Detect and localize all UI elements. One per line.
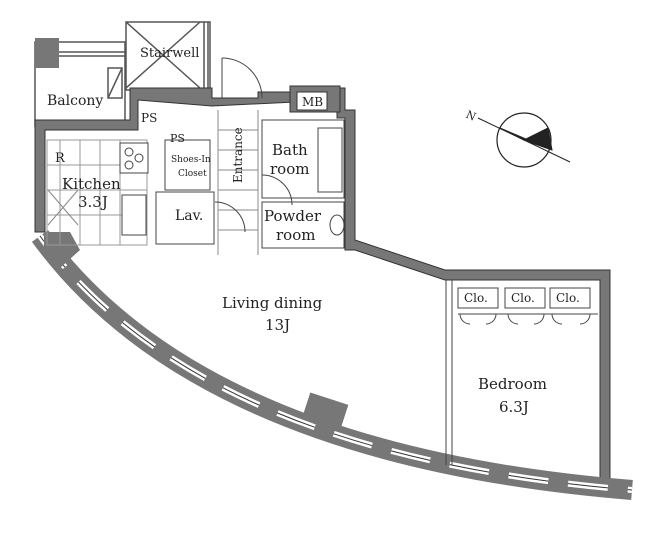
bathroom-label: Bath (272, 141, 308, 159)
ps-label: PS (141, 111, 157, 125)
powder-room-label-2: room (276, 226, 315, 244)
bedroom-size: 6.3J (499, 398, 529, 416)
shoes-in-label: Shoes-In (171, 155, 211, 165)
kitchen-size: 3.3J (78, 193, 108, 211)
bathroom-label-2: room (270, 160, 309, 178)
living-dining-size: 13J (265, 316, 290, 334)
compass-north-label: N (464, 108, 479, 124)
entrance-label: Entrance (231, 127, 245, 183)
balcony-pillar (35, 38, 59, 68)
bedroom-label: Bedroom (478, 375, 547, 393)
powder-room-label: Powder (264, 207, 322, 225)
mb-label: MB (302, 95, 323, 109)
kitchen-label: Kitchen (62, 175, 121, 193)
refrigerator-label: R (55, 151, 66, 166)
stairwell-label: Stairwell (140, 46, 199, 61)
closet-label-1: Clo. (464, 291, 488, 305)
lav-label: Lav. (175, 208, 203, 224)
living-dining-label: Living dining (222, 294, 323, 312)
closet-label-2: Clo. (511, 291, 535, 305)
balcony-label: Balcony (47, 93, 103, 109)
north-compass-icon (477, 112, 571, 168)
column (301, 392, 349, 432)
closet-label-3: Clo. (556, 291, 580, 305)
kitchen-area (46, 139, 149, 246)
entrance-area (155, 57, 345, 255)
column (44, 232, 80, 268)
bedroom-area (445, 280, 598, 465)
ps-label: PS (170, 132, 185, 145)
closet-label: Closet (178, 169, 207, 179)
